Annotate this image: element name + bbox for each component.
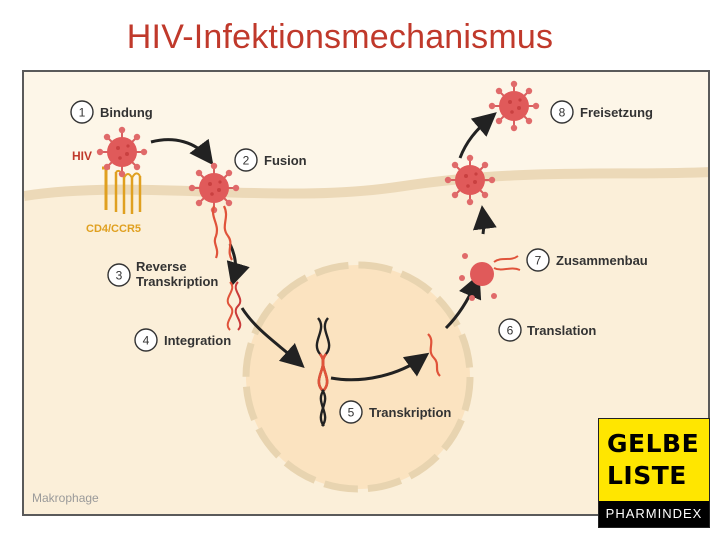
diagram-frame: 1 2 3 4 5 6 7 8 Bindung Fusion Reverse T… [22,70,710,516]
arrow-fusion-to-reverse-transcription [226,243,250,287]
step-badge-8: 8 [550,100,574,124]
step-badge-5: 5 [339,400,363,424]
step-label-zusammenbau: Zusammenbau [556,253,648,268]
step-badge-1: 1 [70,100,94,124]
arrow-to-integration [240,307,305,369]
hiv-label: HIV [72,149,92,163]
step-label-transkription: Transkription [369,405,451,420]
arrow-binding-to-fusion [150,138,214,166]
svg-text:6: 6 [507,324,514,338]
page-title: HIV-Infektionsmechanismus [126,18,554,56]
arrow-transcription-to-translation [330,352,430,382]
step-label-fusion: Fusion [264,153,307,168]
reverse-transcription-dna [226,281,242,331]
step-label-bindung: Bindung [100,105,153,120]
step-badge-7: 7 [526,248,550,272]
cell-membrane [24,167,708,201]
svg-text:4: 4 [143,334,150,348]
step-label-reverse: Reverse [136,259,187,274]
step-label-freisetzung: Freisetzung [580,105,653,120]
svg-text:7: 7 [535,254,542,268]
svg-text:5: 5 [348,406,355,420]
nucleus [242,261,474,493]
svg-text:2: 2 [243,154,250,168]
svg-text:8: 8 [559,106,566,120]
svg-text:1: 1 [79,106,86,120]
cell-type-label: Makrophage [32,491,99,505]
gelbe-liste-logo: GELBE LISTE PHARMINDEX [598,418,710,528]
step-label-transkription-rt: Transkription [136,274,218,289]
step-label-translation: Translation [527,323,596,338]
arrow-assembly-to-budding [472,205,497,235]
viral-rna-strand [212,205,219,259]
step-badge-4: 4 [134,328,158,352]
step-label-integration: Integration [164,333,231,348]
arrow-translation-to-assembly [444,273,482,330]
viral-rna-strand [222,205,233,261]
arrow-budding-to-release [458,112,497,159]
step-badge-6: 6 [498,318,522,342]
step-badge-2: 2 [234,148,258,172]
receptor-label: CD4/CCR5 [86,223,141,235]
logo-line-1: GELBE [607,429,700,458]
svg-text:3: 3 [116,269,123,283]
virus-assembly [459,253,521,301]
integrated-proviral-dna [315,317,331,427]
diagram-canvas: 1 2 3 4 5 6 7 8 Bindung Fusion Reverse T… [24,72,708,514]
logo-line-2: LISTE [607,461,687,490]
viral-mrna [427,333,441,377]
step-badge-3: 3 [107,263,131,287]
logo-bar: PHARMINDEX [599,501,709,527]
